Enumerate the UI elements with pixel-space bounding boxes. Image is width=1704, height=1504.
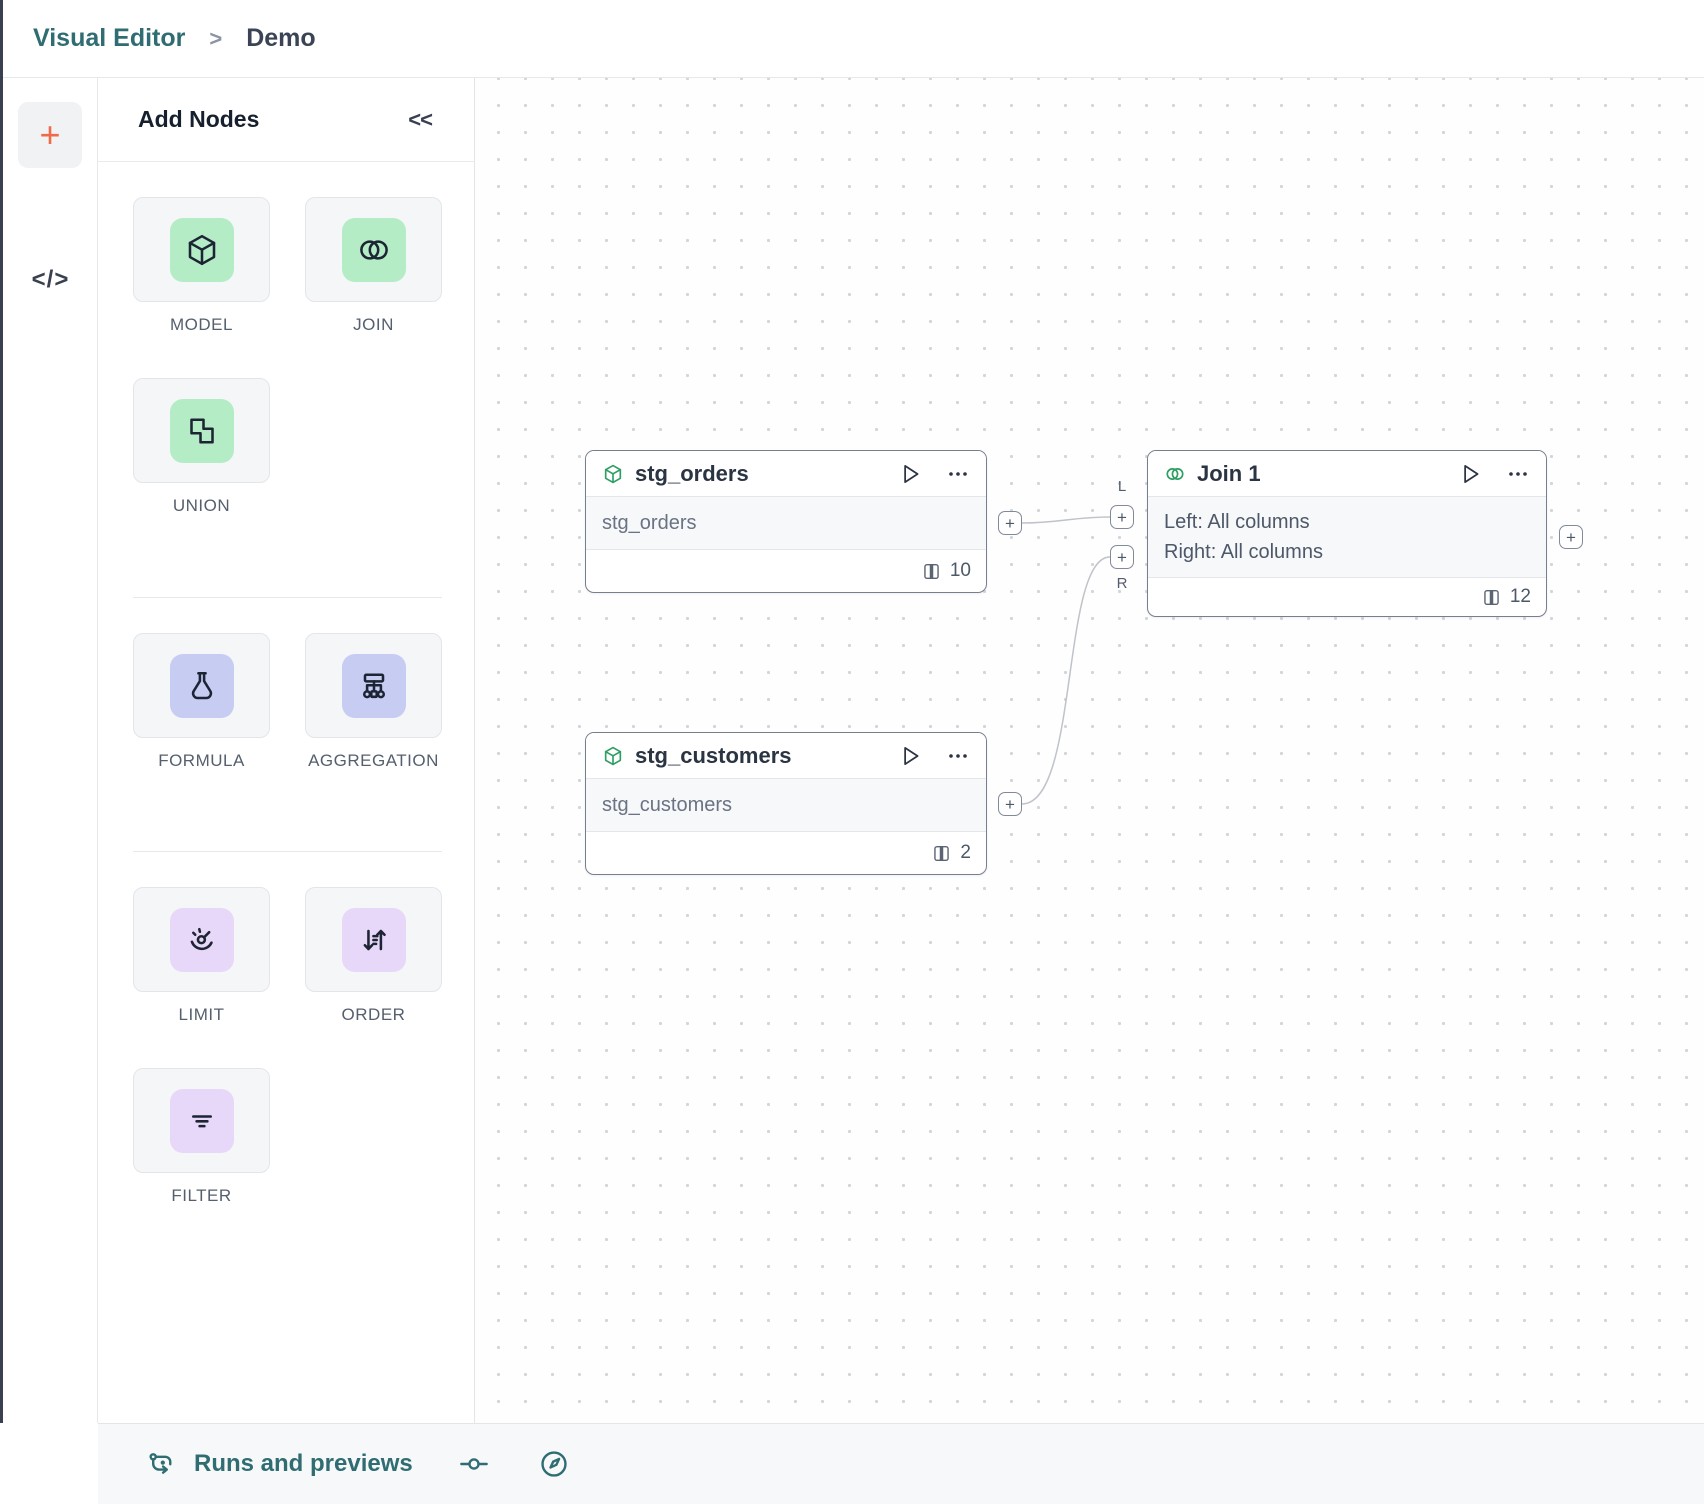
palette-divider [133,851,442,852]
input-handle-join-left[interactable]: + [1110,505,1134,529]
node-menu-button[interactable] [1506,462,1530,486]
join-icon [341,217,406,282]
flask-icon [169,653,234,718]
palette-item-label: MODEL [170,315,233,334]
input-handle-join-right[interactable]: + [1110,545,1134,569]
left-toolbar: + </> [3,78,98,1423]
commit-icon[interactable] [458,1448,490,1480]
edge-layer [1021,516,1111,805]
palette-item-union[interactable]: UNION [133,378,270,517]
output-handle-join[interactable]: + [1559,525,1583,549]
palette-item-label: JOIN [353,315,394,334]
palette-group-transforms: FORMULA AGGREGATION [133,633,475,814]
edge-customers-to-join-right [1021,556,1111,805]
palette-group-sources: MODEL JOIN UNION [133,197,475,559]
cube-icon [169,217,234,282]
palette-item-label: LIMIT [178,1005,225,1024]
runs-and-previews-label: Runs and previews [194,1450,413,1477]
node-header: stg_orders [586,451,986,496]
collapse-panel-button[interactable]: << [408,106,433,132]
sort-icon [341,907,406,972]
column-count: 10 [949,560,971,581]
palette-item-limit[interactable]: LIMIT [133,887,270,1026]
run-node-button[interactable] [1457,461,1483,487]
join-right-columns: Right: All columns [1164,541,1323,563]
run-node-button[interactable] [897,461,923,487]
cube-icon [604,746,622,765]
runs-and-previews-button[interactable]: Runs and previews [146,1448,413,1480]
add-nodes-title: Add Nodes [138,106,260,132]
node-source-label: stg_orders [586,496,986,550]
code-view-toggle[interactable]: </> [31,266,70,293]
columns-icon [1484,589,1499,605]
column-count: 2 [960,842,971,863]
compass-icon[interactable] [538,1448,570,1480]
node-source-label: stg_customers [586,778,986,832]
palette-item-label: UNION [172,496,231,515]
runs-icon [149,1453,172,1474]
add-nodes-panel: Add Nodes << MODEL JOIN [98,78,475,1423]
palette-item-filter[interactable]: FILTER [133,1068,270,1207]
column-count: 12 [1509,586,1531,607]
breadcrumb-app-link[interactable]: Visual Editor [33,24,186,52]
node-menu-button[interactable] [946,744,970,768]
node-join-1[interactable]: Join 1 Left: All columns Right: All colu… [1147,450,1547,617]
bottom-bar: Runs and previews [98,1423,1704,1504]
gauge-icon [169,907,234,972]
join-left-port-label: L [1117,478,1127,495]
columns-icon [934,845,950,861]
add-nodes-header: Add Nodes << [98,78,474,162]
output-handle-stg-orders[interactable]: + [998,511,1022,535]
join-config: Left: All columns Right: All columns [1148,496,1546,578]
node-stg-orders[interactable]: stg_orders stg_orders 10 [585,450,987,593]
filter-icon [169,1088,234,1153]
palette-group-filters: LIMIT ORDER FILTER [133,887,475,1249]
breadcrumb: Visual Editor > Demo [0,0,1704,78]
node-header: Join 1 [1148,451,1546,496]
join-left-columns: Left: All columns [1164,511,1310,533]
left-edge-divider [0,0,3,1423]
palette-item-formula[interactable]: FORMULA [133,633,270,772]
join-right-port-label: R [1116,575,1128,592]
breadcrumb-separator: > [209,25,223,51]
node-header: stg_customers [586,733,986,778]
edge-orders-to-join-left [1021,516,1111,524]
node-title: stg_customers [635,742,792,768]
palette-item-join[interactable]: JOIN [305,197,442,336]
palette-item-label: FORMULA [158,751,245,770]
page-title: Demo [246,24,316,52]
palette-item-model[interactable]: MODEL [133,197,270,336]
node-stg-customers[interactable]: stg_customers stg_customers 2 [585,732,987,875]
node-footer: 10 [586,550,986,592]
node-palette: MODEL JOIN UNION [98,162,474,1249]
cube-icon [604,464,622,483]
add-node-button[interactable]: + [18,102,82,168]
palette-item-label: ORDER [341,1005,406,1024]
palette-divider [133,597,442,598]
node-title: Join 1 [1197,460,1261,486]
flow-canvas[interactable]: stg_orders stg_orders 10 stg_customers s… [475,78,1704,1423]
node-footer: 12 [1148,578,1546,616]
palette-item-label: AGGREGATION [308,751,439,770]
output-handle-stg-customers[interactable]: + [998,792,1022,816]
run-node-button[interactable] [897,743,923,769]
node-footer: 2 [586,832,986,874]
aggregation-icon [341,653,406,718]
join-icon [1166,467,1184,480]
node-title: stg_orders [635,460,749,486]
palette-item-aggregation[interactable]: AGGREGATION [305,633,442,772]
columns-icon [924,563,939,579]
palette-item-label: FILTER [171,1186,232,1205]
union-icon [169,398,234,463]
palette-item-order[interactable]: ORDER [305,887,442,1026]
node-menu-button[interactable] [946,462,970,486]
